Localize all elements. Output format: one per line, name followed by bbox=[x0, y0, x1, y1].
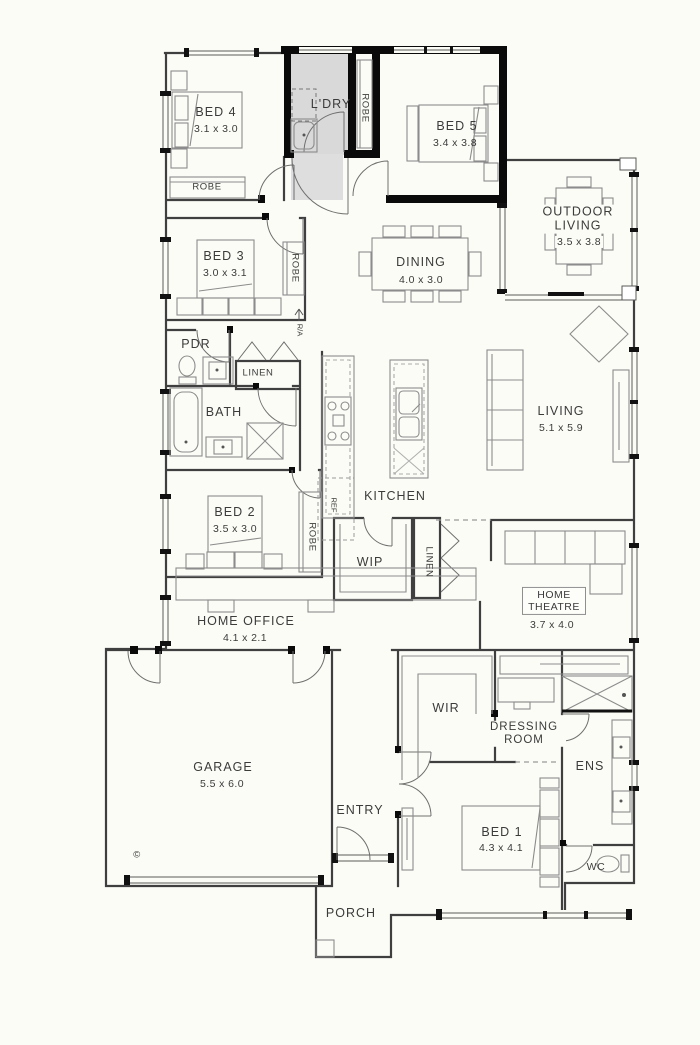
room-dims-living: 5.1 x 5.9 bbox=[539, 421, 583, 434]
return-air-arrow bbox=[294, 308, 304, 321]
room-label-dressing-room: DRESSING ROOM bbox=[482, 720, 566, 748]
room-dims-bed5: 3.4 x 3.8 bbox=[433, 136, 477, 149]
room-label-porch: PORCH bbox=[325, 905, 377, 920]
room-label-ensuite: ENS bbox=[575, 758, 605, 773]
room-dims-outdoor-living: 3.5 x 3.8 bbox=[555, 235, 603, 249]
label-fridge: REF bbox=[329, 497, 339, 513]
room-label-kitchen: KITCHEN bbox=[364, 488, 426, 503]
room-label-linen-pantry: LINEN bbox=[423, 546, 435, 578]
room-dims-bed4: 3.1 x 3.0 bbox=[194, 122, 238, 135]
room-label-robe-laundry: ROBE bbox=[359, 93, 371, 123]
room-dims-home-theatre: 3.7 x 4.0 bbox=[530, 618, 574, 631]
door-swings bbox=[127, 111, 593, 873]
room-label-robe-bed3: ROBE bbox=[289, 253, 301, 283]
room-label-linen-hall: LINEN bbox=[242, 367, 274, 379]
windows bbox=[124, 47, 639, 920]
room-dims-bed2: 3.5 x 3.0 bbox=[213, 522, 257, 535]
copyright-mark: © bbox=[133, 849, 141, 861]
room-label-outdoor-living: OUTDOOR LIVING bbox=[535, 204, 621, 234]
label-return-air: R/A bbox=[295, 323, 305, 337]
room-label-bed1: BED 1 bbox=[481, 824, 523, 839]
room-dims-dining: 4.0 x 3.0 bbox=[399, 273, 443, 286]
room-label-pantry: WIP bbox=[356, 554, 384, 569]
room-label-wir: WIR bbox=[432, 700, 460, 715]
room-dims-bed3: 3.0 x 3.1 bbox=[203, 266, 247, 279]
thick-walls bbox=[130, 46, 566, 846]
walls bbox=[104, 51, 636, 959]
dashed-lines bbox=[436, 519, 560, 763]
room-dims-garage: 5.5 x 6.0 bbox=[200, 777, 244, 790]
room-label-wc: WC bbox=[586, 860, 606, 873]
room-label-robe-bed2: ROBE bbox=[306, 522, 318, 552]
laundry-shading bbox=[291, 54, 348, 200]
room-label-robe-bed4: ROBE bbox=[192, 181, 222, 193]
room-label-bed2: BED 2 bbox=[214, 504, 256, 519]
room-dims-home-office: 4.1 x 2.1 bbox=[223, 631, 267, 644]
room-label-bath: BATH bbox=[205, 404, 243, 419]
room-label-home-theatre: HOME THEATRE bbox=[522, 586, 586, 616]
room-label-bed4: BED 4 bbox=[195, 104, 237, 119]
room-label-garage: GARAGE bbox=[193, 759, 253, 774]
room-label-home-office: HOME OFFICE bbox=[197, 613, 295, 628]
room-label-dining: DINING bbox=[396, 254, 446, 269]
room-label-living: LIVING bbox=[537, 403, 585, 418]
room-label-powder: PDR bbox=[181, 336, 211, 351]
room-label-bed3: BED 3 bbox=[203, 248, 245, 263]
room-label-laundry: L'DRY bbox=[310, 96, 352, 111]
room-label-entry: ENTRY bbox=[336, 802, 384, 817]
room-dims-bed1: 4.3 x 4.1 bbox=[479, 841, 523, 854]
room-label-bed5: BED 5 bbox=[436, 118, 478, 133]
